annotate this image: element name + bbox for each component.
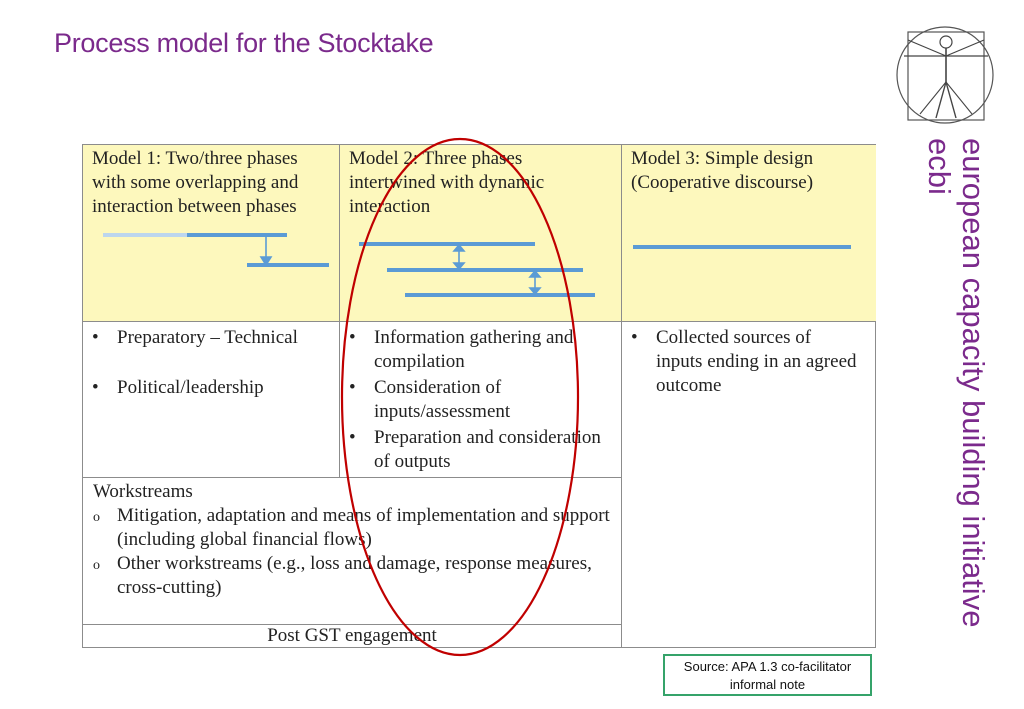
model2-bullets: Information gathering and compilation Co… [339, 321, 621, 477]
model1-phase-line-faded [103, 233, 187, 237]
model1-phase-line-2 [247, 263, 329, 267]
workstream-item: Other workstreams (e.g., loss and damage… [83, 552, 613, 600]
model3-bullets: Collected sources of inputs ending in an… [621, 321, 876, 648]
workstreams-heading: Workstreams [93, 481, 193, 502]
model1-header-text: Model 1: Two/three phases with some over… [92, 148, 299, 217]
model2-phase-line-3 [405, 293, 595, 297]
model2-bullet: Consideration of inputs/assessment [340, 376, 613, 424]
post-gst-engagement-row: Post GST engagement [83, 624, 621, 648]
model1-bullets: Preparatory – Technical Political/leader… [83, 321, 339, 477]
model3-phase-line [633, 245, 851, 249]
vitruvian-man-logo [890, 18, 1002, 130]
model1-phase-line-1 [187, 233, 287, 237]
workstreams-cell: Workstreams Mitigation, adaptation and m… [83, 477, 621, 624]
model2-phase-line-1 [359, 242, 535, 246]
side-text-ecbi-full: european capacity building initiative [956, 138, 991, 628]
side-text-ecbi: ecbi [922, 138, 957, 195]
model2-header-text: Model 2: Three phases intertwined with d… [349, 148, 545, 217]
model2-bullet: Preparation and consideration of outputs [340, 426, 613, 474]
model3-header-text: Model 3: Simple design (Cooperative disc… [631, 148, 814, 193]
model1-bullet: Political/leadership [83, 376, 339, 400]
model1-bullet: Preparatory – Technical [83, 326, 339, 350]
workstream-item: Mitigation, adaptation and means of impl… [83, 504, 613, 552]
side-branding: european capacity building initiative ec… [922, 138, 991, 628]
model3-bullet: Collected sources of inputs ending in an… [622, 326, 858, 398]
process-model-table: Model 1: Two/three phases with some over… [82, 144, 876, 648]
source-note: Source: APA 1.3 co-facilitator informal … [663, 654, 872, 696]
model2-phase-line-2 [387, 268, 583, 272]
model2-bullet: Information gathering and compilation [340, 326, 613, 374]
slide-title: Process model for the Stocktake [54, 28, 434, 58]
model3-header: Model 3: Simple design (Cooperative disc… [621, 145, 876, 321]
